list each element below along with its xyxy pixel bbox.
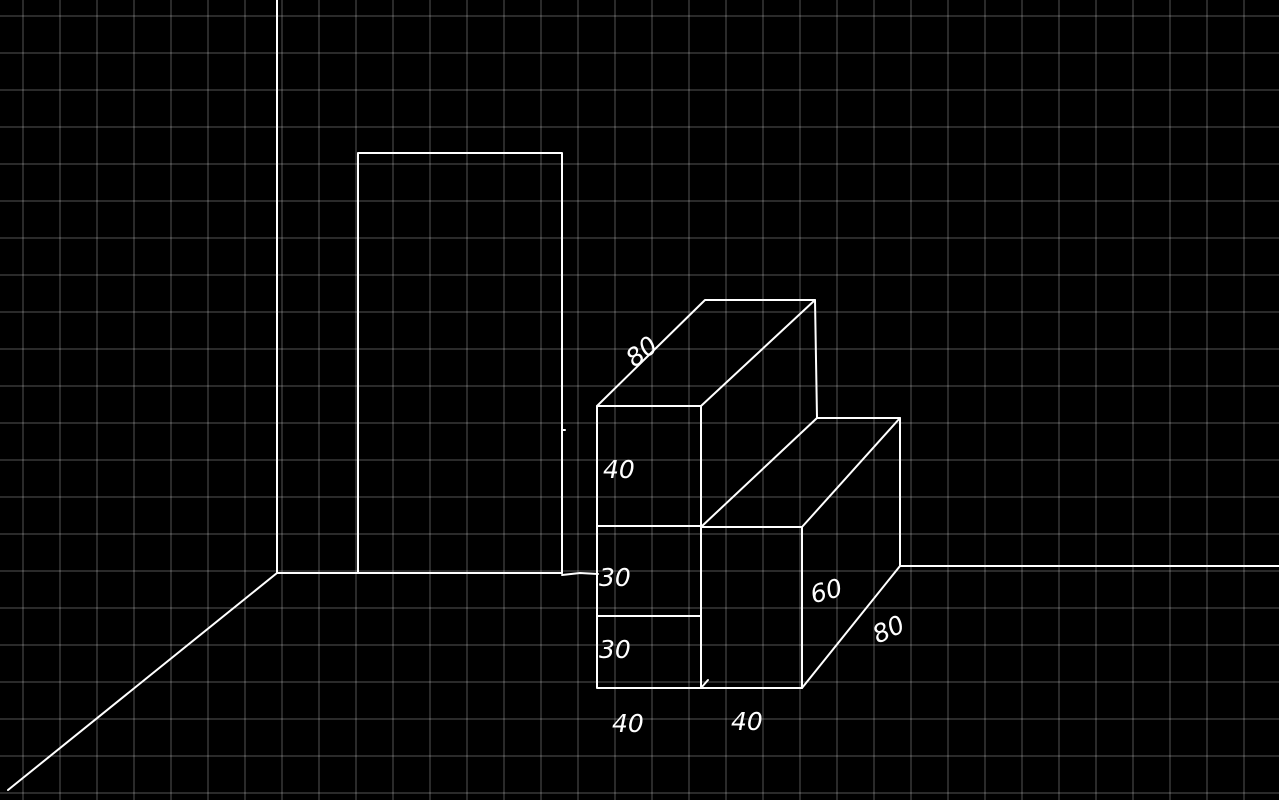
door [357, 152, 566, 574]
label-middle-shelf-height: 30 [599, 563, 631, 592]
left-box-back-edge [814, 299, 818, 419]
label-left-width: 40 [612, 709, 644, 738]
label-lower-shelf-height: 30 [599, 635, 631, 664]
door-frame [357, 152, 563, 574]
right-box-top-face [700, 417, 901, 528]
label-upper-box-height: 40 [603, 455, 635, 484]
left-box-top-face [596, 299, 816, 407]
room-outline [7, 0, 1279, 791]
label-lower-box-height: 60 [807, 573, 845, 609]
right-box [700, 417, 901, 689]
right-box-front-face [700, 526, 803, 689]
label-upper-box-depth: 80 [620, 330, 663, 372]
right-box-base-mark [700, 679, 709, 689]
floor-perspective-line [7, 572, 278, 791]
label-right-width: 40 [731, 707, 763, 736]
floor-back-connector [561, 572, 599, 576]
right-box-side-face [801, 417, 901, 689]
